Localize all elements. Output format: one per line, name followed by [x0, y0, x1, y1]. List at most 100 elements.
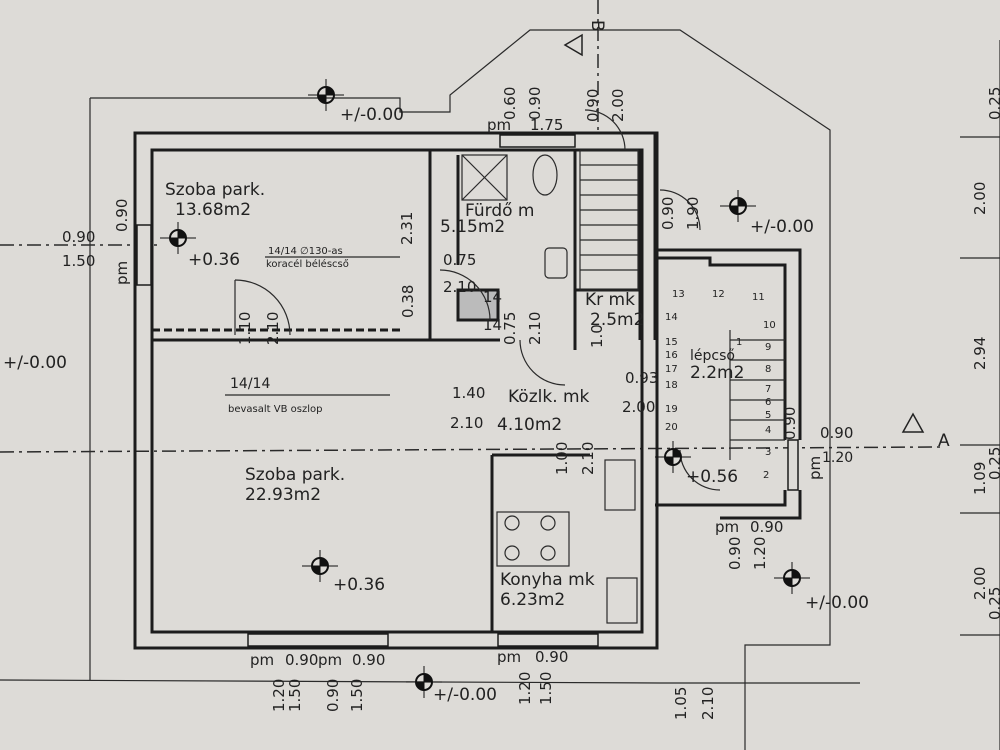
dimension: 14 [483, 288, 502, 306]
step-number: 17 [665, 364, 678, 375]
room-name: lépcső [690, 348, 735, 364]
entry-annex-walls [653, 248, 802, 520]
room-area: 2.2m2 [690, 363, 744, 383]
dimension: 0.25 [986, 447, 1000, 480]
dimension: 1.20 [270, 679, 288, 712]
elevation-label: +/-0.00 [433, 685, 497, 705]
sink-icon [544, 247, 568, 279]
room-name: Kr mk [585, 290, 635, 310]
step-number: 12 [712, 289, 725, 300]
dimension: 0.90 [113, 199, 131, 232]
dimension: 2.10 [264, 312, 282, 345]
step-number: 5 [765, 410, 771, 421]
step-number: 1 [736, 337, 742, 348]
dimension: 0.38 [399, 285, 417, 318]
dimension: pm [487, 116, 511, 134]
column-annotation: 14/14 [230, 376, 270, 392]
step-number: 16 [665, 350, 678, 361]
step-number: 20 [665, 422, 678, 433]
staircase [579, 149, 785, 460]
room-area: 2.5m2 [590, 310, 644, 330]
step-number: 11 [752, 292, 765, 303]
dimension: 1.40 [452, 384, 485, 402]
room-name: Konyha mk [500, 570, 595, 590]
dimension: 2.10 [579, 442, 597, 475]
toilet-icon [532, 154, 558, 196]
elevation-label: +/-0.00 [750, 217, 814, 237]
dimension: 1.0 [588, 324, 606, 348]
dimension: 0.90 [781, 407, 799, 440]
elevation-label: +0.36 [188, 250, 240, 270]
section-a-triangle-icon [901, 412, 925, 433]
dimension: 1.50 [62, 252, 95, 270]
elevation-label: +/-0.00 [340, 105, 404, 125]
elevation-label: +0.36 [333, 575, 385, 595]
dimension: 0.93 [625, 369, 658, 387]
dimension: 2.10 [443, 278, 476, 296]
dimension: 1.00 [553, 442, 571, 475]
dimension: 0.90 [584, 89, 602, 122]
dimension: 1.20 [822, 450, 853, 466]
dimension: 1.05 [672, 687, 690, 720]
dimension: 2.00 [622, 398, 655, 416]
dimension: 0.90 [285, 651, 318, 669]
dimension: 0.90 [62, 228, 95, 246]
room-name: Szoba park. [165, 180, 265, 200]
dimension: pm [806, 456, 824, 480]
dimension: 0.75 [501, 312, 519, 345]
door-swings [234, 109, 721, 491]
dimension: 1.50 [286, 679, 304, 712]
step-number: 8 [765, 364, 771, 375]
room-name: Fürdő m [465, 201, 534, 221]
room-name: Szoba park. [245, 465, 345, 485]
step-number: 14 [665, 312, 678, 323]
dimension: 0.90 [324, 679, 342, 712]
dimension: pm [250, 651, 274, 669]
section-line-a [0, 446, 941, 453]
room-area: 6.23m2 [500, 590, 565, 610]
dimension: 0.75 [443, 251, 476, 269]
dimension: 1.20 [516, 672, 534, 705]
dimension: 0.90 [352, 651, 385, 669]
elevation-label: +/-0.00 [3, 353, 67, 373]
dimension: 2.10 [526, 312, 544, 345]
dimension: 0.25 [986, 87, 1000, 120]
dimension: 1.90 [684, 197, 702, 230]
level-marker-icons [160, 79, 810, 698]
dimension: 0.90 [659, 197, 677, 230]
dimension: 0.25 [986, 587, 1000, 620]
kitchen-sink-icon [604, 459, 636, 511]
dimension: 1.10 [236, 312, 254, 345]
stair-step-numbers: 1 2 3 4 5 6 7 8 9 10 11 12 13 14 15 16 1… [665, 289, 776, 481]
stove-icon [606, 577, 638, 624]
step-number: 13 [672, 289, 685, 300]
room-area: 13.68m2 [175, 200, 251, 220]
step-number: 18 [665, 380, 678, 391]
room-area: 5.15m2 [440, 217, 505, 237]
step-number: 19 [665, 404, 678, 415]
step-number: 10 [763, 320, 776, 331]
dimension: 2.10 [699, 687, 717, 720]
dimension-chain-right [960, 40, 1000, 750]
step-number: 4 [765, 425, 771, 436]
dimension: 0.90 [820, 424, 853, 442]
dimension: pm [113, 261, 131, 285]
shower [461, 154, 508, 201]
elevation-label: +/-0.00 [805, 593, 869, 613]
terrace-line [0, 679, 860, 684]
dimension: pm [318, 651, 342, 669]
dimension: 1.20 [751, 537, 769, 570]
dimension: 0.90 [750, 518, 783, 536]
pipe-annotation: 14/14 ∅130-as [268, 246, 343, 257]
interior-walls [152, 133, 659, 648]
elevation-label: +0.56 [686, 467, 738, 487]
dimension: 2.31 [398, 212, 416, 245]
dimension: 2.94 [971, 337, 989, 370]
dining-table [496, 511, 570, 567]
dimension: 0.60 [501, 87, 519, 120]
dimension: 0.90 [726, 537, 744, 570]
dimension: pm [497, 648, 521, 666]
dimension: 0.90 [535, 648, 568, 666]
dimension: 2.10 [450, 414, 483, 432]
